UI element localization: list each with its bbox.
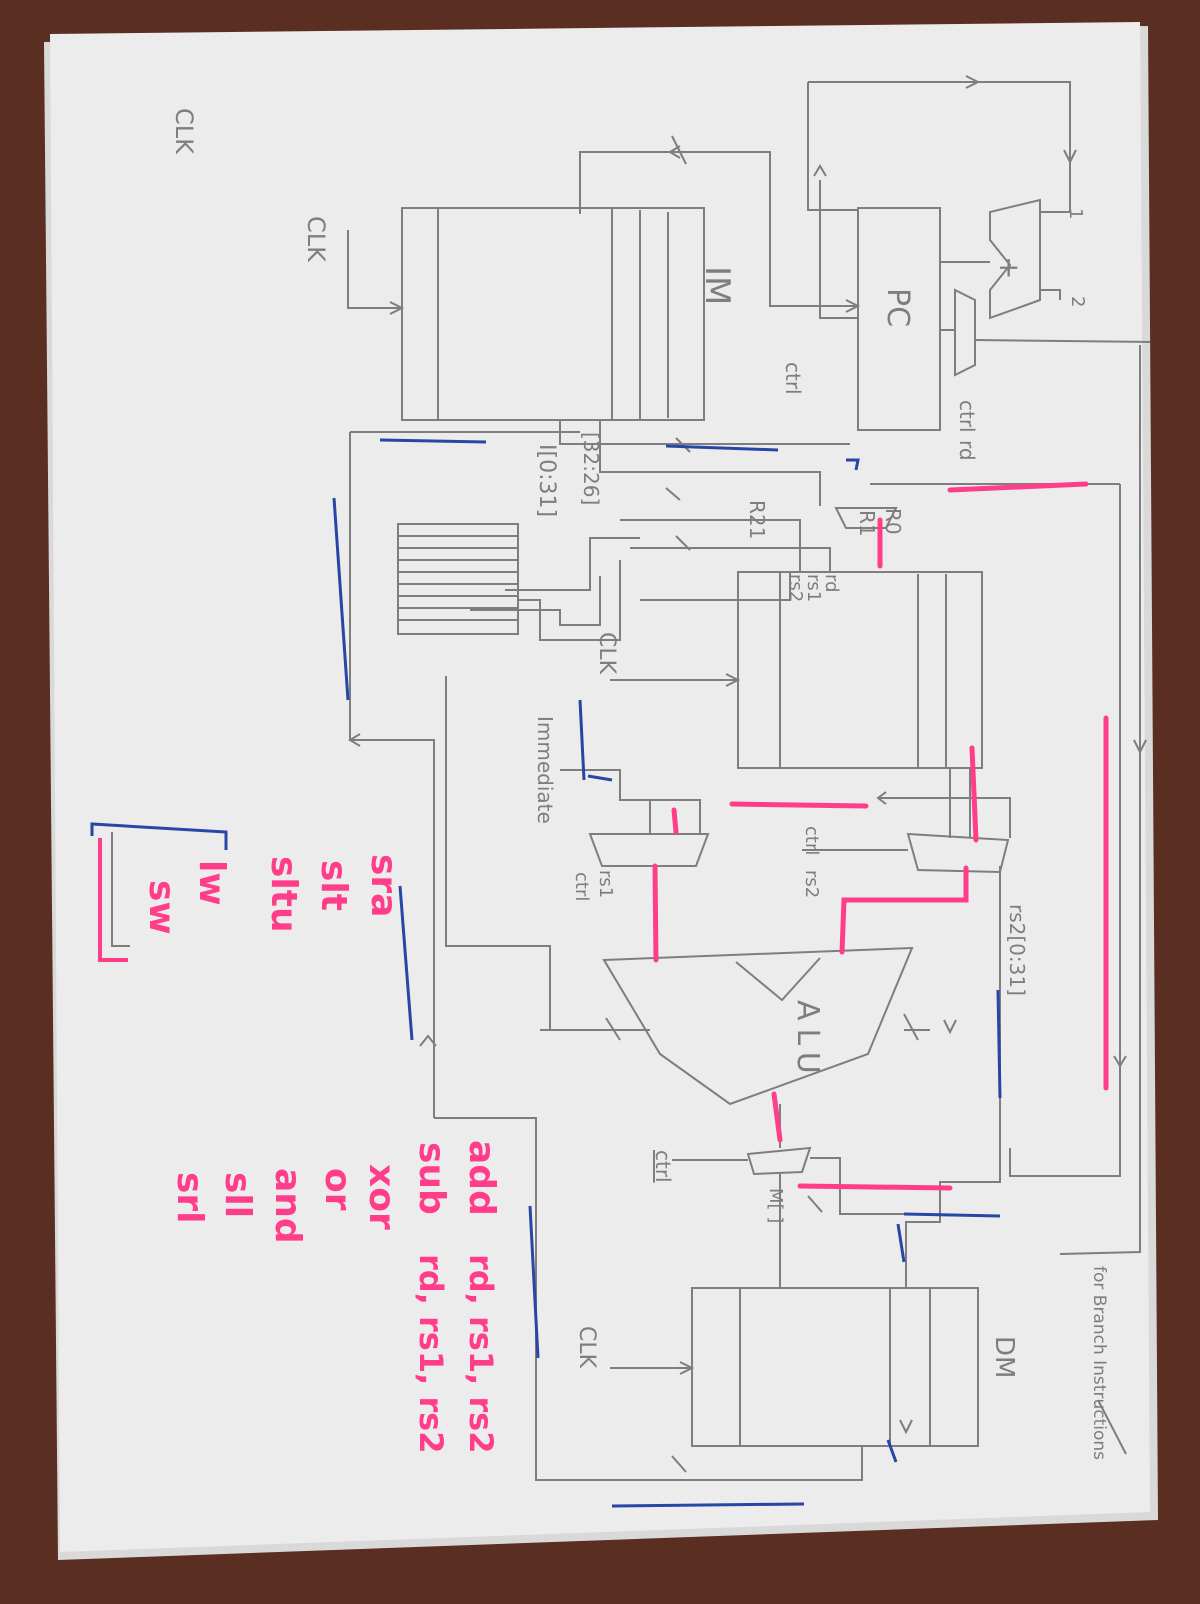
label-bits-top: [32:26] bbox=[579, 432, 603, 505]
blue-pen-marks bbox=[90, 438, 1002, 1508]
instr-sub: sub bbox=[411, 1142, 452, 1215]
label-one: 1 bbox=[1065, 208, 1086, 219]
label-rs1-rf: rs1 bbox=[803, 574, 824, 602]
label-r21: R21 bbox=[745, 500, 769, 539]
label-mem-tag: M[ ] bbox=[765, 1188, 786, 1223]
pencil-bracket bbox=[111, 832, 130, 947]
label-rs1-alu: rs1 bbox=[595, 870, 616, 898]
label-immediate: Immediate bbox=[533, 716, 557, 824]
instr-lw: lw bbox=[191, 860, 232, 906]
label-clk-dm: CLK bbox=[574, 1326, 599, 1369]
instr-format-2: rd, rs1, rs2 bbox=[412, 1254, 450, 1453]
label-ctrl-pc: ctrl bbox=[781, 362, 805, 395]
label-alu: ALU bbox=[790, 1000, 825, 1082]
label-rd-top: rd bbox=[955, 440, 979, 461]
label-plus: + bbox=[993, 256, 1026, 279]
instr-sra: sra bbox=[363, 854, 404, 917]
label-ctrl-wb: ctrl bbox=[651, 1150, 675, 1183]
wb-mux bbox=[746, 1146, 812, 1176]
label-annotation: for Branch Instructions bbox=[1089, 1266, 1109, 1460]
label-ctrl-mux: ctrl bbox=[801, 826, 822, 855]
label-pc: PC bbox=[880, 288, 915, 327]
label-ctrl-top: ctrl bbox=[955, 400, 979, 433]
label-bits-field: I[0:31] bbox=[534, 444, 559, 517]
label-rs2-alu: rs2 bbox=[801, 870, 822, 898]
instr-format-1: rd, rs1, rs2 bbox=[462, 1254, 500, 1453]
label-ctrl-imm: ctrl bbox=[571, 872, 592, 901]
instr-or: or bbox=[317, 1168, 358, 1211]
label-two: 2 bbox=[1067, 296, 1088, 307]
instr-xor: xor bbox=[361, 1164, 402, 1230]
instruction-memory bbox=[401, 207, 705, 421]
label-clk-rf: CLK bbox=[594, 632, 619, 675]
paper bbox=[50, 22, 1150, 1552]
label-im: IM bbox=[697, 266, 737, 305]
pencil-labels: CLK CLK PC + 1 2 IM DM ctrl ctrl rd R0 R… bbox=[170, 108, 1109, 1460]
instr-sltu: sltu bbox=[263, 856, 304, 933]
instr-and: and bbox=[267, 1168, 308, 1244]
pencil-wiring bbox=[347, 81, 1151, 1481]
pink-bracket bbox=[98, 838, 128, 962]
instr-sll: sll bbox=[217, 1172, 258, 1218]
label-rd-rf: rd bbox=[821, 574, 842, 593]
label-r1: R1 bbox=[855, 510, 879, 537]
label-rs2-dm: rs2[0:31] bbox=[1005, 904, 1029, 996]
label-rs2-rf: rs2 bbox=[785, 574, 806, 602]
imm-mux bbox=[588, 833, 710, 867]
register-file bbox=[737, 571, 983, 769]
alu-shape bbox=[602, 946, 914, 1106]
label-r0: R0 bbox=[881, 508, 905, 535]
pc-mux bbox=[954, 288, 976, 377]
field-box bbox=[397, 523, 519, 635]
instruction-list: add sub xor or and sll srl rd, rs1, rs2 … bbox=[141, 854, 502, 1453]
instr-add: add bbox=[461, 1140, 502, 1216]
instr-srl: srl bbox=[169, 1172, 210, 1224]
label-clk-left: CLK bbox=[302, 216, 330, 263]
pink-highlights bbox=[652, 481, 1109, 1191]
label-dm: DM bbox=[989, 1336, 1019, 1378]
pc-adder bbox=[989, 198, 1041, 320]
instr-slt: slt bbox=[313, 860, 354, 911]
label-clk-top: CLK bbox=[170, 108, 198, 155]
rd-mux bbox=[834, 507, 898, 529]
instr-sw: sw bbox=[141, 880, 182, 935]
pencil-ticks bbox=[348, 75, 1147, 1473]
